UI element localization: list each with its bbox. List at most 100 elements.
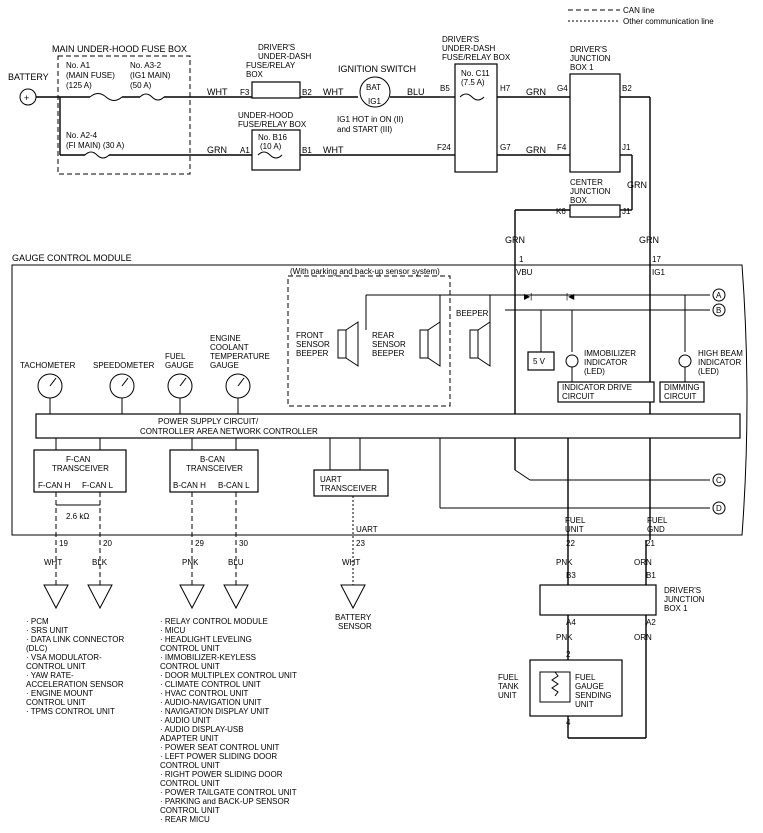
jb1-lower-b3: B3 xyxy=(566,571,576,580)
pin-29: 29 xyxy=(195,539,204,548)
connector-a: A xyxy=(716,291,722,300)
bcan-units-item: · POWER TAILGATE CONTROL UNIT xyxy=(160,788,297,797)
wire-blk-fcan: BLK xyxy=(92,558,108,567)
fuse-a2-symbol xyxy=(84,151,110,159)
fcan-units-item: CONTROL UNIT xyxy=(26,662,86,671)
bcan-unit-list: · RELAY CONTROL MODULE· MICU· HEADLIGHT … xyxy=(160,617,297,824)
bcan-units-item: · HEADLIGHT LEVELING xyxy=(160,635,252,644)
dash-fuse-h7: H7 xyxy=(500,84,511,93)
dash-fuse-g7: G7 xyxy=(500,143,511,152)
speedometer-label: SPEEDOMETER xyxy=(93,361,155,370)
wire-orn-fuel-1: ORN xyxy=(634,558,652,567)
jb1-lower-title-3: BOX 1 xyxy=(664,604,688,613)
bcan-units-item: CONTROL UNIT xyxy=(160,662,220,671)
high-beam-led-icon xyxy=(678,354,692,368)
high-beam-2: INDICATOR xyxy=(698,358,741,367)
fuel-sender-1: FUEL xyxy=(575,673,596,682)
gcm-pin1-name: VBU xyxy=(516,268,533,277)
junction-box-1 xyxy=(569,73,621,173)
bcan-units-item: · REAR MICU xyxy=(160,815,210,824)
fcan-transceiver xyxy=(33,449,127,493)
fcan-label-1: F-CAN xyxy=(66,455,91,464)
battery-label: BATTERY xyxy=(8,72,49,82)
fuel-sender-3: SENDING xyxy=(575,691,611,700)
fuel-sender-4: UNIT xyxy=(575,700,594,709)
fuse-c11-number: No. C11 xyxy=(461,69,490,78)
connector-c: C xyxy=(716,476,722,485)
fcan-units-item: · YAW RATE- xyxy=(26,671,74,680)
bcan-units-item: · MICU xyxy=(160,626,186,635)
pin-19: 19 xyxy=(59,539,68,548)
dash-relay-b2: B2 xyxy=(302,88,312,97)
wire-grn-2: GRN xyxy=(526,87,546,97)
jb1-lower-a4: A4 xyxy=(566,618,576,627)
gcm-title: GAUGE CONTROL MODULE xyxy=(12,253,132,263)
battery-sensor-1: BATTERY xyxy=(335,613,372,622)
wire-grn-6: GRN xyxy=(639,235,659,245)
termination-resistor-label: 2.6 kΩ xyxy=(66,512,89,521)
fuel-tank-1: FUEL xyxy=(498,673,519,682)
fuel-tank-2: TANK xyxy=(498,682,519,691)
ignition-note-1: IG1 HOT in ON (II) xyxy=(337,115,404,124)
bcan-units-item: · AUDIO-NAVIGATION UNIT xyxy=(160,698,262,707)
immobilizer-2: INDICATOR xyxy=(584,358,627,367)
cjb-title-3: BOX xyxy=(570,196,588,205)
fuse-a3-name: (IG1 MAIN) xyxy=(130,71,171,80)
jb1-lower-a2: A2 xyxy=(646,618,656,627)
fcan-units-item: · VSA MODULATOR- xyxy=(26,653,102,662)
bcan-label-2: TRANSCEIVER xyxy=(186,464,243,473)
high-beam-1: HIGH BEAM xyxy=(698,349,743,358)
bcan-units-item: ADAPTER UNIT xyxy=(160,734,219,743)
jb1-b2: B2 xyxy=(622,84,632,93)
fcan-l-label: F-CAN L xyxy=(82,481,114,490)
bcan-units-item: · NAVIGATION DISPLAY UNIT xyxy=(160,707,269,716)
high-beam-3: (LED) xyxy=(698,367,719,376)
pin-20: 20 xyxy=(103,539,112,548)
fuse-a1-number: No. A1 xyxy=(66,61,91,70)
bcan-label-1: B-CAN xyxy=(200,455,225,464)
fuse-a1-name: (MAIN FUSE) xyxy=(66,71,115,80)
connector-b-icon xyxy=(712,303,726,317)
wire-blu-bcan: BLU xyxy=(228,558,244,567)
five-volt-box xyxy=(527,351,555,371)
bcan-units-item: · IMMOBILIZER-KEYLESS xyxy=(160,653,256,662)
dash-relay-title-2: UNDER-DASH xyxy=(258,52,312,61)
ignition-switch-icon xyxy=(359,76,391,108)
front-beeper-3: BEEPER xyxy=(296,349,329,358)
dimming-circuit xyxy=(659,381,705,403)
immobilizer-3: (LED) xyxy=(584,367,605,376)
bcan-units-item: · AUDIO UNIT xyxy=(160,716,211,725)
connector-d-icon xyxy=(712,501,726,515)
fuse-b16-amp: (10 A) xyxy=(260,142,282,151)
hood-relay-box xyxy=(251,129,301,171)
rear-beeper-3: BEEPER xyxy=(372,349,405,358)
connector-d: D xyxy=(716,504,722,513)
parking-sensor-region xyxy=(287,275,451,407)
fuel-gnd-2: GND xyxy=(647,525,665,534)
main-fuse-box-title: MAIN UNDER-HOOD FUSE BOX xyxy=(52,44,187,54)
pin-30: 30 xyxy=(239,539,248,548)
bcan-transceiver xyxy=(169,449,259,493)
other-line-legend-label: Other communication line xyxy=(623,17,714,26)
rear-beeper-icon xyxy=(419,329,429,359)
immobilizer-1: IMMOBILIZER xyxy=(584,349,636,358)
fuse-b16-number: No. B16 xyxy=(258,133,287,142)
pin-21: 21 xyxy=(646,539,655,548)
dimming-2: CIRCUIT xyxy=(664,392,697,401)
fuse-a2-number: No. A2-4 xyxy=(66,131,98,140)
dash-fuse-title-1: DRIVER'S xyxy=(442,35,479,44)
indicator-drive-2: CIRCUIT xyxy=(562,392,595,401)
front-beeper-1: FRONT xyxy=(296,331,324,340)
bcan-units-item: · PARKING and BACK-UP SENSOR xyxy=(160,797,290,806)
ignition-bat-label: BAT xyxy=(366,83,381,92)
fcan-h-arrow-icon xyxy=(43,584,69,610)
jb1-lower-b1: B1 xyxy=(646,571,656,580)
fuel-tank-pin2: 2 xyxy=(566,650,571,659)
dimming-1: DIMMING xyxy=(664,383,700,392)
dash-relay-f3: F3 xyxy=(240,88,250,97)
immobilizer-led-icon xyxy=(565,354,579,368)
wire-pnk-fuel-2: PNK xyxy=(556,633,573,642)
dash-fuse-title-3: FUSE/RELAY BOX xyxy=(442,53,511,62)
wire-pnk-bcan: PNK xyxy=(182,558,199,567)
